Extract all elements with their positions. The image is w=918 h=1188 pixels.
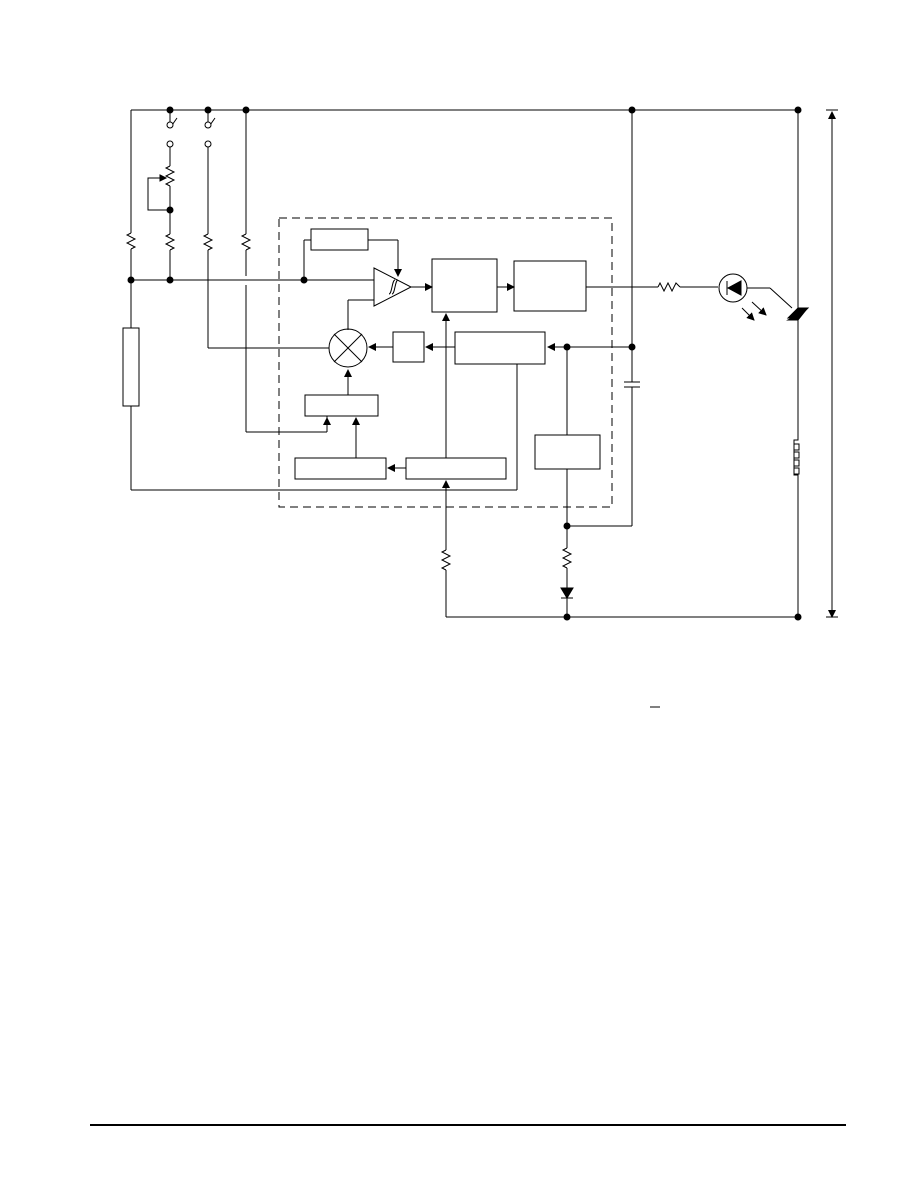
timing-resistor bbox=[440, 480, 452, 617]
switch-contacts bbox=[166, 121, 212, 148]
ic-boundary bbox=[278, 217, 613, 508]
switch-s2 bbox=[207, 110, 216, 234]
triac bbox=[786, 110, 810, 436]
resistor-r2 bbox=[164, 210, 176, 280]
load-heater bbox=[793, 436, 800, 617]
supply-diode bbox=[560, 587, 574, 617]
junction-dots bbox=[127, 106, 802, 621]
switch-s1 bbox=[169, 110, 178, 166]
gain-block bbox=[304, 394, 379, 417]
resistor-r4 bbox=[240, 110, 328, 433]
sync-block bbox=[454, 331, 546, 365]
sensor-element bbox=[122, 280, 518, 491]
schmitt-comparator bbox=[347, 267, 433, 330]
regulator-block bbox=[534, 434, 601, 470]
resistor-r1 bbox=[125, 110, 137, 280]
multiplier bbox=[328, 328, 368, 368]
filter-capacitor bbox=[567, 110, 640, 527]
resistor-r3 bbox=[202, 233, 329, 349]
output-driver-block bbox=[513, 260, 587, 312]
hysteresis-block bbox=[303, 228, 402, 280]
logic-block bbox=[431, 258, 498, 313]
oscillator-block bbox=[405, 457, 507, 480]
divider-block bbox=[392, 331, 425, 363]
ramp-block bbox=[294, 457, 387, 480]
dropping-resistor bbox=[561, 526, 573, 588]
potentiometer bbox=[147, 165, 176, 211]
footer-rule bbox=[90, 1124, 846, 1126]
gate-resistor bbox=[586, 281, 718, 293]
led-indicator bbox=[718, 273, 793, 321]
